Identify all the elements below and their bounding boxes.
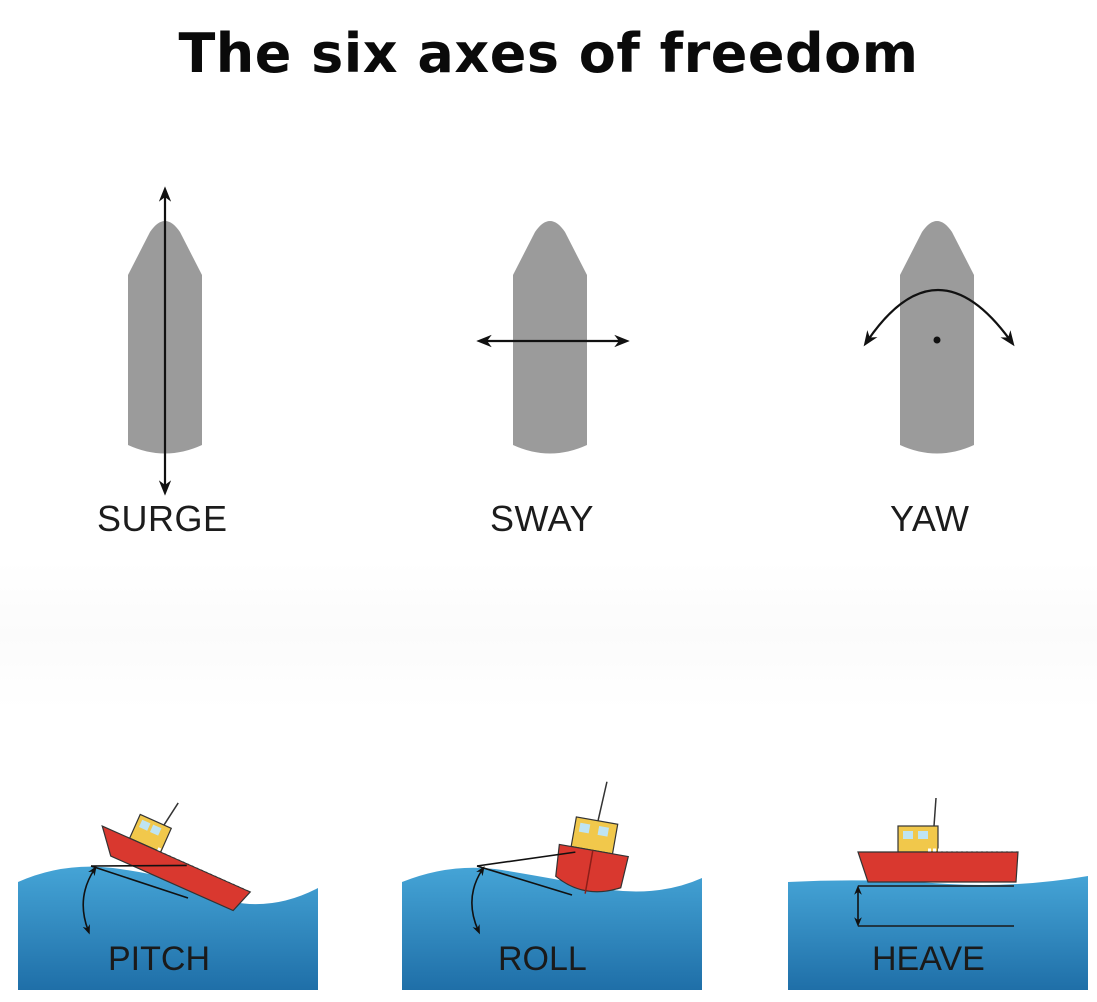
roll-diagram — [402, 781, 702, 990]
sway-diagram — [476, 221, 630, 454]
water — [788, 876, 1088, 990]
yaw-diagram — [863, 221, 1015, 454]
yaw-arrow-icon — [863, 289, 1015, 347]
heave-diagram — [788, 797, 1088, 990]
heave-boat-icon — [857, 797, 1019, 883]
diagram-title: The six axes of freedom — [178, 22, 919, 85]
pitch-diagram — [18, 802, 318, 990]
pitch-panel: PITCH — [18, 790, 318, 995]
yaw-label: YAW — [890, 498, 970, 539]
reference-line — [90, 864, 187, 867]
roll-panel: ROLL — [402, 781, 702, 995]
yaw-panel: YAW — [860, 180, 1030, 560]
sway-label: SWAY — [490, 498, 595, 539]
roll-angle-arrow-icon — [471, 865, 485, 935]
surge-panel: SURGE — [95, 180, 245, 560]
divider-band — [0, 560, 1097, 710]
pitch-label: PITCH — [108, 940, 210, 978]
roll-label: ROLL — [498, 940, 587, 978]
reference-line — [476, 865, 573, 896]
heave-label: HEAVE — [872, 940, 985, 978]
reference-line — [476, 851, 576, 867]
hull-top-view — [513, 221, 587, 454]
surge-diagram — [128, 186, 202, 496]
pivot-point — [933, 336, 941, 344]
surge-label: SURGE — [97, 498, 228, 539]
pitch-boat-icon — [101, 802, 252, 912]
pitch-angle-arrow-icon — [82, 865, 97, 935]
reference-line — [90, 865, 189, 899]
sway-panel: SWAY — [476, 180, 638, 560]
heave-panel: HEAVE — [788, 790, 1088, 995]
roll-boat-icon — [555, 781, 630, 894]
